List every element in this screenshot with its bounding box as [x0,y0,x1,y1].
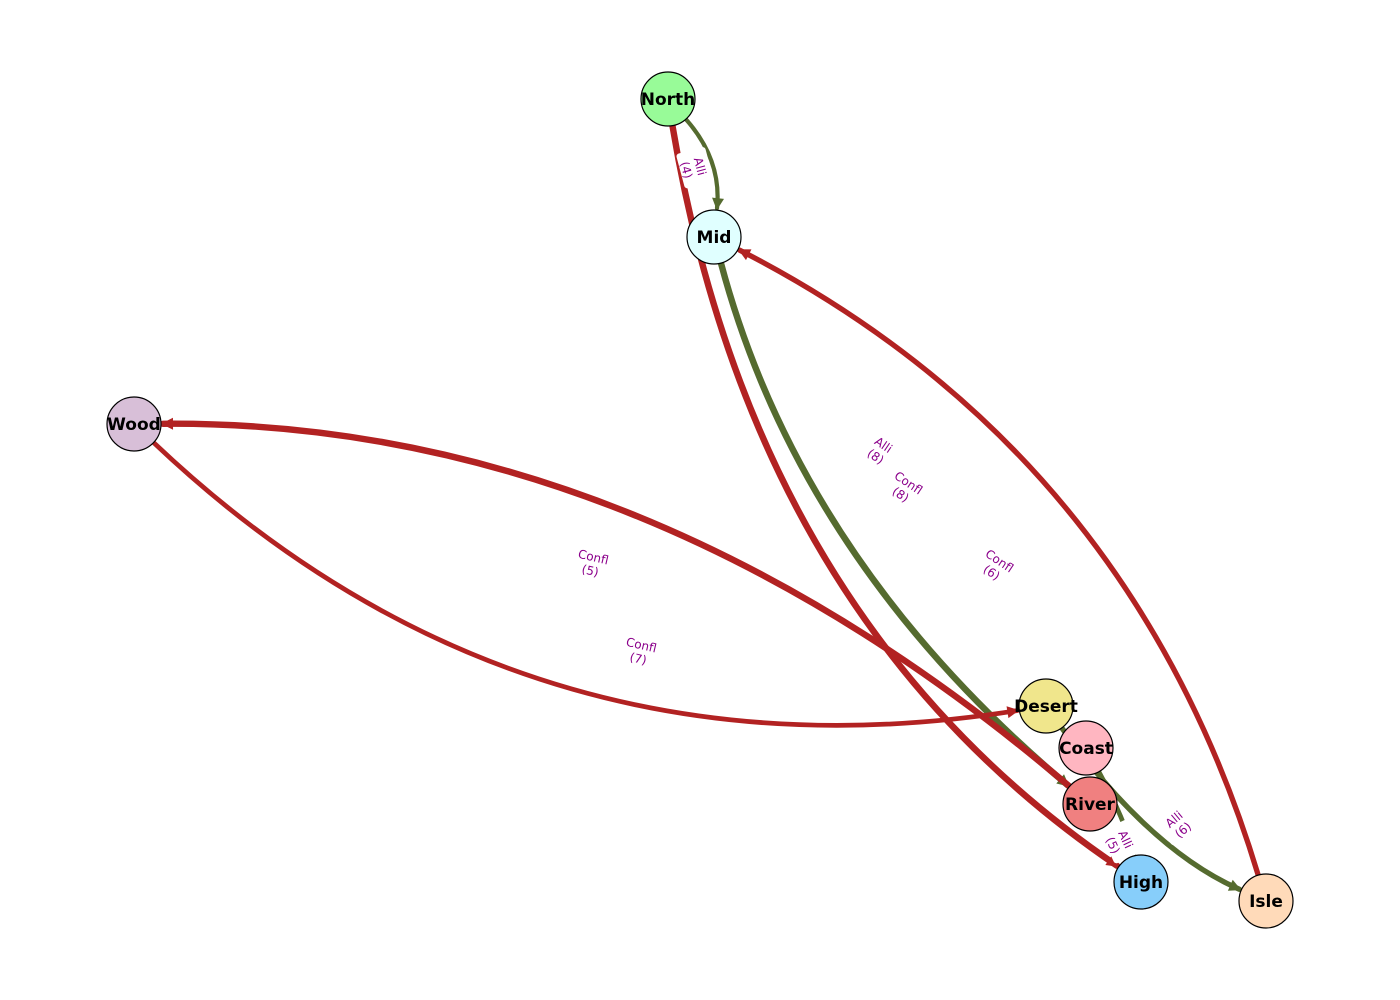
edge-label-wood-desert: Confl(7) [619,631,661,669]
node-desert[interactable]: Desert [1014,678,1078,734]
node-label: Coast [1059,739,1113,759]
arrowhead-desert-isle [1227,879,1242,891]
edge-label-river-wood: Confl(5) [571,543,613,581]
arrowhead-wood-desert [1006,706,1020,719]
node-coast[interactable]: Coast [1058,720,1114,776]
edge-label-mid-river: Alli(8) [858,427,903,471]
node-circle [686,209,742,265]
edge-label-text: Alli(5) [1103,828,1136,856]
node-label: Wood [107,415,161,435]
edge-label-text: Alli(4) [677,156,709,181]
edge-river-wood [159,420,1073,790]
edge-label-text: Confl(7) [622,635,658,669]
node-north[interactable]: North [640,71,696,127]
node-label: River [1065,795,1116,815]
edge-label-north-mid: Alli(4) [676,147,714,189]
node-circle [640,71,696,127]
node-label: Isle [1249,892,1283,912]
edge-label-text: Confl(5) [574,547,610,581]
node-label: North [641,90,696,110]
edge-label-north-high: Confl(8) [883,465,928,509]
edges-layer [151,117,1261,892]
node-circle [1238,873,1294,929]
edge-isle-mid [737,247,1261,878]
node-circle [1062,776,1118,832]
node-river[interactable]: River [1062,776,1118,832]
node-label: Mid [697,228,732,248]
node-mid[interactable]: Mid [686,209,742,265]
arrowhead-isle-mid [738,249,752,261]
edge-label-coast-high: Alli(5) [1100,819,1142,864]
node-circle [106,396,162,452]
edge-wood-desert [151,440,1020,728]
node-wood[interactable]: Wood [106,396,162,452]
edge-label-isle-mid: Confl(6) [974,543,1019,587]
node-high[interactable]: High [1113,854,1169,910]
edge-north-high [669,122,1121,869]
node-circle [1058,720,1114,776]
node-circle [1113,854,1169,910]
arrowhead-north-mid [712,197,724,211]
node-circle [1018,678,1074,734]
arrowhead-river-wood [160,417,174,430]
edge-mid-river [717,259,1072,789]
node-label: Desert [1014,697,1078,717]
arrowhead-north-high [1105,855,1119,867]
node-isle[interactable]: Isle [1238,873,1294,929]
node-label: High [1119,873,1163,893]
